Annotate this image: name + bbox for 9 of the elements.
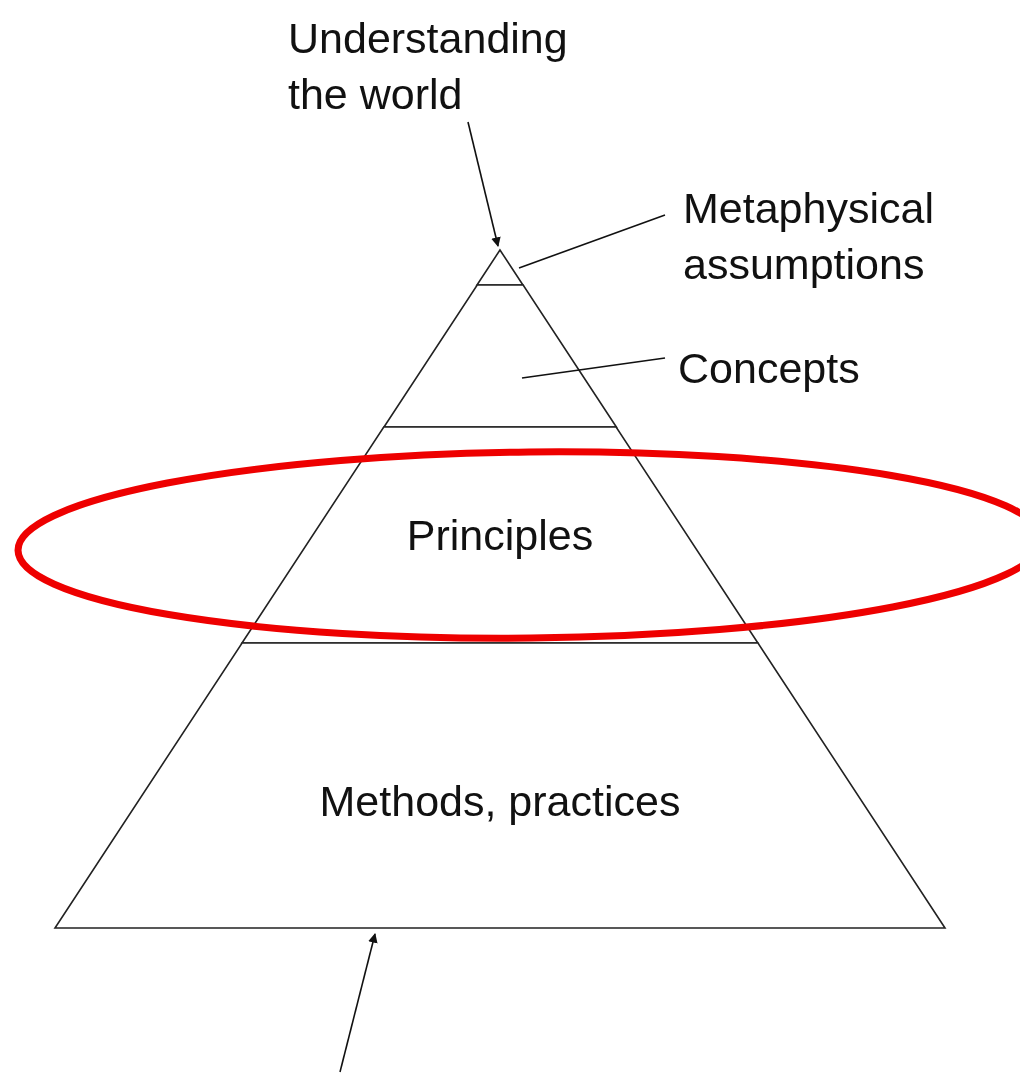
arrow: [339, 933, 378, 1073]
arrow: [467, 121, 501, 247]
layer-label: Principles: [405, 510, 595, 561]
callout-label: Understanding the world: [288, 13, 569, 120]
callout-label: Metaphysical assumptions: [683, 183, 935, 290]
leader-line: [521, 357, 666, 379]
layer-label: Methods, practices: [318, 776, 682, 827]
callout-label: Concepts: [678, 343, 860, 394]
leader-line: [518, 214, 666, 269]
